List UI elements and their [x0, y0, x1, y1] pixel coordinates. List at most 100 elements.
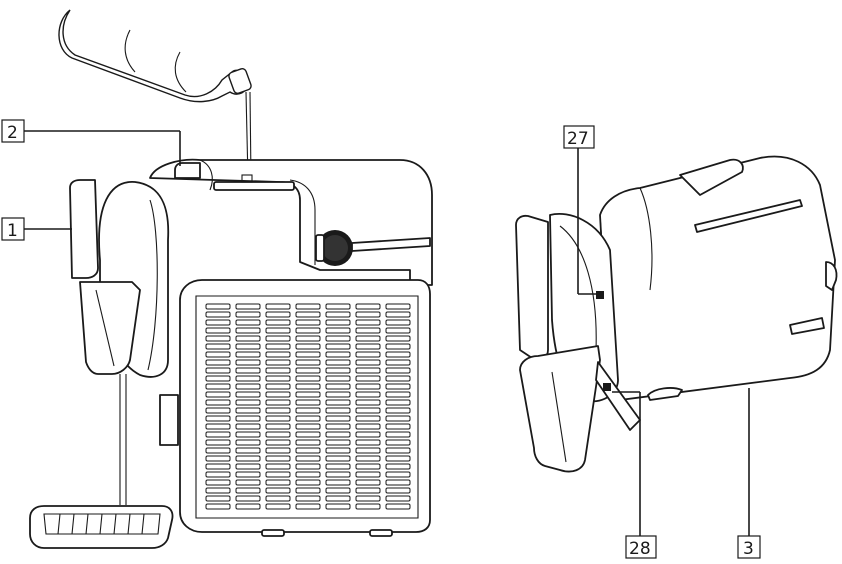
grille-slot — [295, 335, 321, 342]
grille-slot — [355, 303, 381, 310]
svg-text:2: 2 — [7, 123, 18, 143]
drip-tray — [29, 505, 174, 549]
grille-slot — [295, 463, 321, 470]
grille-slot — [235, 423, 261, 430]
grille-slot — [235, 471, 261, 478]
grille-slot — [385, 415, 411, 422]
grille-slot — [355, 407, 381, 414]
grille-slot — [205, 463, 231, 470]
grille-slot — [265, 359, 291, 366]
grille-slot — [325, 327, 351, 334]
grille-slot — [355, 415, 381, 422]
grille-slot — [325, 335, 351, 342]
grille-slot — [235, 359, 261, 366]
grille-slot — [355, 343, 381, 350]
grille-slot — [325, 423, 351, 430]
grille-slot — [295, 487, 321, 494]
grille-slot — [385, 303, 411, 310]
grille-slot — [235, 343, 261, 350]
grille-slot — [295, 319, 321, 326]
grille-slot — [205, 447, 231, 454]
grille-slot — [295, 479, 321, 486]
grille-slot — [205, 351, 231, 358]
grille-slot — [265, 431, 291, 438]
grille-slot — [235, 319, 261, 326]
grille-slot — [355, 487, 381, 494]
grille-slot — [235, 503, 261, 510]
grille-slot — [265, 303, 291, 310]
grille-slot — [325, 359, 351, 366]
grille-slot — [355, 471, 381, 478]
grille-slot — [265, 319, 291, 326]
grille-slot — [265, 335, 291, 342]
grille-slot — [265, 471, 291, 478]
grille-slot — [235, 351, 261, 358]
grille-slot — [355, 375, 381, 382]
callout-2: 2 — [1, 119, 181, 166]
grille-slot — [355, 431, 381, 438]
grille-slot — [295, 447, 321, 454]
grille-slot — [325, 471, 351, 478]
grille-slot — [205, 487, 231, 494]
grille-slot — [325, 495, 351, 502]
grille-slot — [265, 399, 291, 406]
grille-slot — [385, 399, 411, 406]
grille-slot — [235, 399, 261, 406]
grille-slot — [235, 311, 261, 318]
grille-slot — [205, 383, 231, 390]
grille-slot — [325, 487, 351, 494]
grille-slot — [265, 447, 291, 454]
grille-slot — [325, 367, 351, 374]
machine-right-view — [515, 155, 838, 473]
grille-slot — [295, 399, 321, 406]
grille-slot — [265, 343, 291, 350]
grille-slot — [265, 487, 291, 494]
grille-slot — [355, 327, 381, 334]
grille-slot — [295, 423, 321, 430]
grille-slot — [205, 319, 231, 326]
grille-slot — [265, 351, 291, 358]
grille-slot — [295, 471, 321, 478]
grille-slot — [355, 359, 381, 366]
grille-slot — [295, 303, 321, 310]
grille-slot — [235, 383, 261, 390]
grille-slot — [385, 407, 411, 414]
callout-3: 3 — [737, 388, 761, 559]
grille-slot — [295, 503, 321, 510]
grille-slot — [235, 463, 261, 470]
grille-slot — [385, 359, 411, 366]
grille-slot — [385, 471, 411, 478]
tap-lever — [69, 179, 141, 375]
grille-slot — [355, 503, 381, 510]
grille-slot — [205, 503, 231, 510]
grille-slot — [325, 391, 351, 398]
grille-slot — [205, 415, 231, 422]
grille-slot — [205, 423, 231, 430]
grille-slot — [295, 439, 321, 446]
grille-slot — [295, 367, 321, 374]
grille-slot — [325, 303, 351, 310]
grille-slot — [295, 431, 321, 438]
svg-text:3: 3 — [743, 539, 754, 559]
grille-slot — [355, 423, 381, 430]
grille-slot — [325, 383, 351, 390]
grille-slot — [355, 463, 381, 470]
grille-slot — [235, 447, 261, 454]
grille-slot — [265, 463, 291, 470]
grille-slot — [205, 343, 231, 350]
grille-slot — [205, 375, 231, 382]
svg-text:28: 28 — [629, 539, 651, 559]
grille-slot — [325, 447, 351, 454]
grille-slot — [325, 319, 351, 326]
grille-slot — [295, 311, 321, 318]
grille-slot — [295, 351, 321, 358]
callout-28: 28 — [612, 391, 657, 559]
grille-slot — [385, 375, 411, 382]
grille-slot — [385, 495, 411, 502]
grille-slot — [265, 375, 291, 382]
grille-slot — [325, 431, 351, 438]
grille-slot — [265, 455, 291, 462]
grille-slot — [265, 479, 291, 486]
grille-slot — [205, 407, 231, 414]
grille-slot — [385, 351, 411, 358]
